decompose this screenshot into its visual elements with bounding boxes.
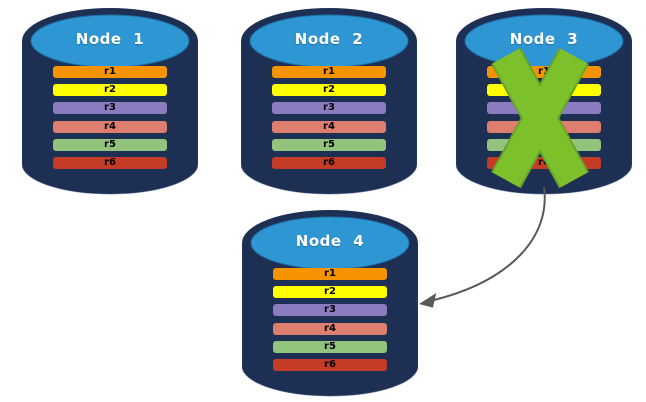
node-3-failed: Node 3 r1 r2 r3 r4 r5 r6: [456, 8, 632, 196]
replica-bar-r6: r6: [273, 358, 387, 371]
replica-list: r1 r2 r3 r4 r5 r6: [272, 66, 386, 169]
replica-list: r1 r2 r3 r4 r5 r6: [273, 268, 387, 371]
replica-list: r1 r2 r3 r4 r5 r6: [53, 66, 167, 169]
replica-bar-r5: r5: [53, 138, 167, 151]
database-cylinder-icon: [22, 8, 198, 195]
node-4: Node 4 r1 r2 r3 r4 r5 r6: [242, 210, 418, 398]
failure-x-icon: [491, 47, 589, 189]
node-label: Node 1: [75, 30, 145, 48]
replica-bar-r6: r6: [272, 156, 386, 169]
replica-bar-r1: r1: [53, 66, 167, 78]
replica-bar-r2: r2: [53, 84, 167, 97]
replica-bar-r3: r3: [273, 304, 387, 317]
replica-bar-r4: r4: [273, 322, 387, 335]
database-cylinder-icon: [241, 8, 417, 195]
replica-bar-r6: r6: [53, 156, 167, 169]
node-label: Node 2: [294, 30, 364, 48]
database-cylinder-icon: [242, 210, 418, 397]
replica-bar-r4: r4: [53, 120, 167, 133]
node-2: Node 2 r1 r2 r3 r4 r5 r6: [241, 8, 417, 196]
replica-bar-r2: r2: [272, 84, 386, 97]
replica-bar-r2: r2: [273, 286, 387, 299]
replica-bar-r4: r4: [272, 120, 386, 133]
node-label: Node 4: [295, 232, 365, 250]
replica-bar-r3: r3: [53, 102, 167, 115]
replica-bar-r1: r1: [273, 268, 387, 280]
node-1: Node 1 r1 r2 r3 r4 r5 r6: [22, 8, 198, 196]
node-label: Node 3: [509, 30, 579, 48]
replica-bar-r1: r1: [272, 66, 386, 78]
replica-bar-r5: r5: [273, 340, 387, 353]
replica-bar-r5: r5: [272, 138, 386, 151]
replica-bar-r3: r3: [272, 102, 386, 115]
